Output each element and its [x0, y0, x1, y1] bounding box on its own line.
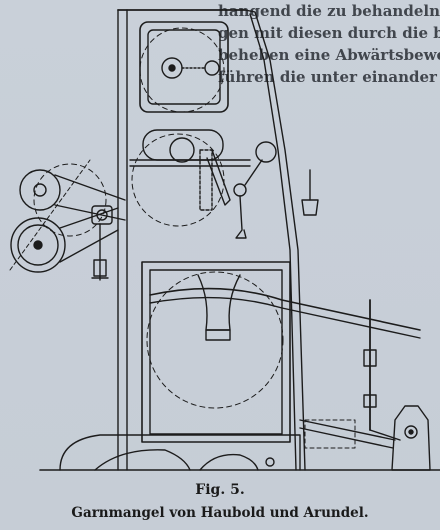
- bleed-line: hangend die zu behandelnden Strähne und: [218, 2, 440, 20]
- figure-number: Fig. 5.: [195, 482, 245, 498]
- bleed-line: beheben eine Abwärtsbewegung. Die: [218, 46, 440, 64]
- bleed-line: gen mit diesen durch die beiden Balken B: [218, 24, 440, 42]
- figure-caption: Garnmangel von Haubold und Arundel.: [71, 505, 369, 521]
- machine-engraving: [9, 9, 440, 471]
- machine-frame: [9, 9, 431, 471]
